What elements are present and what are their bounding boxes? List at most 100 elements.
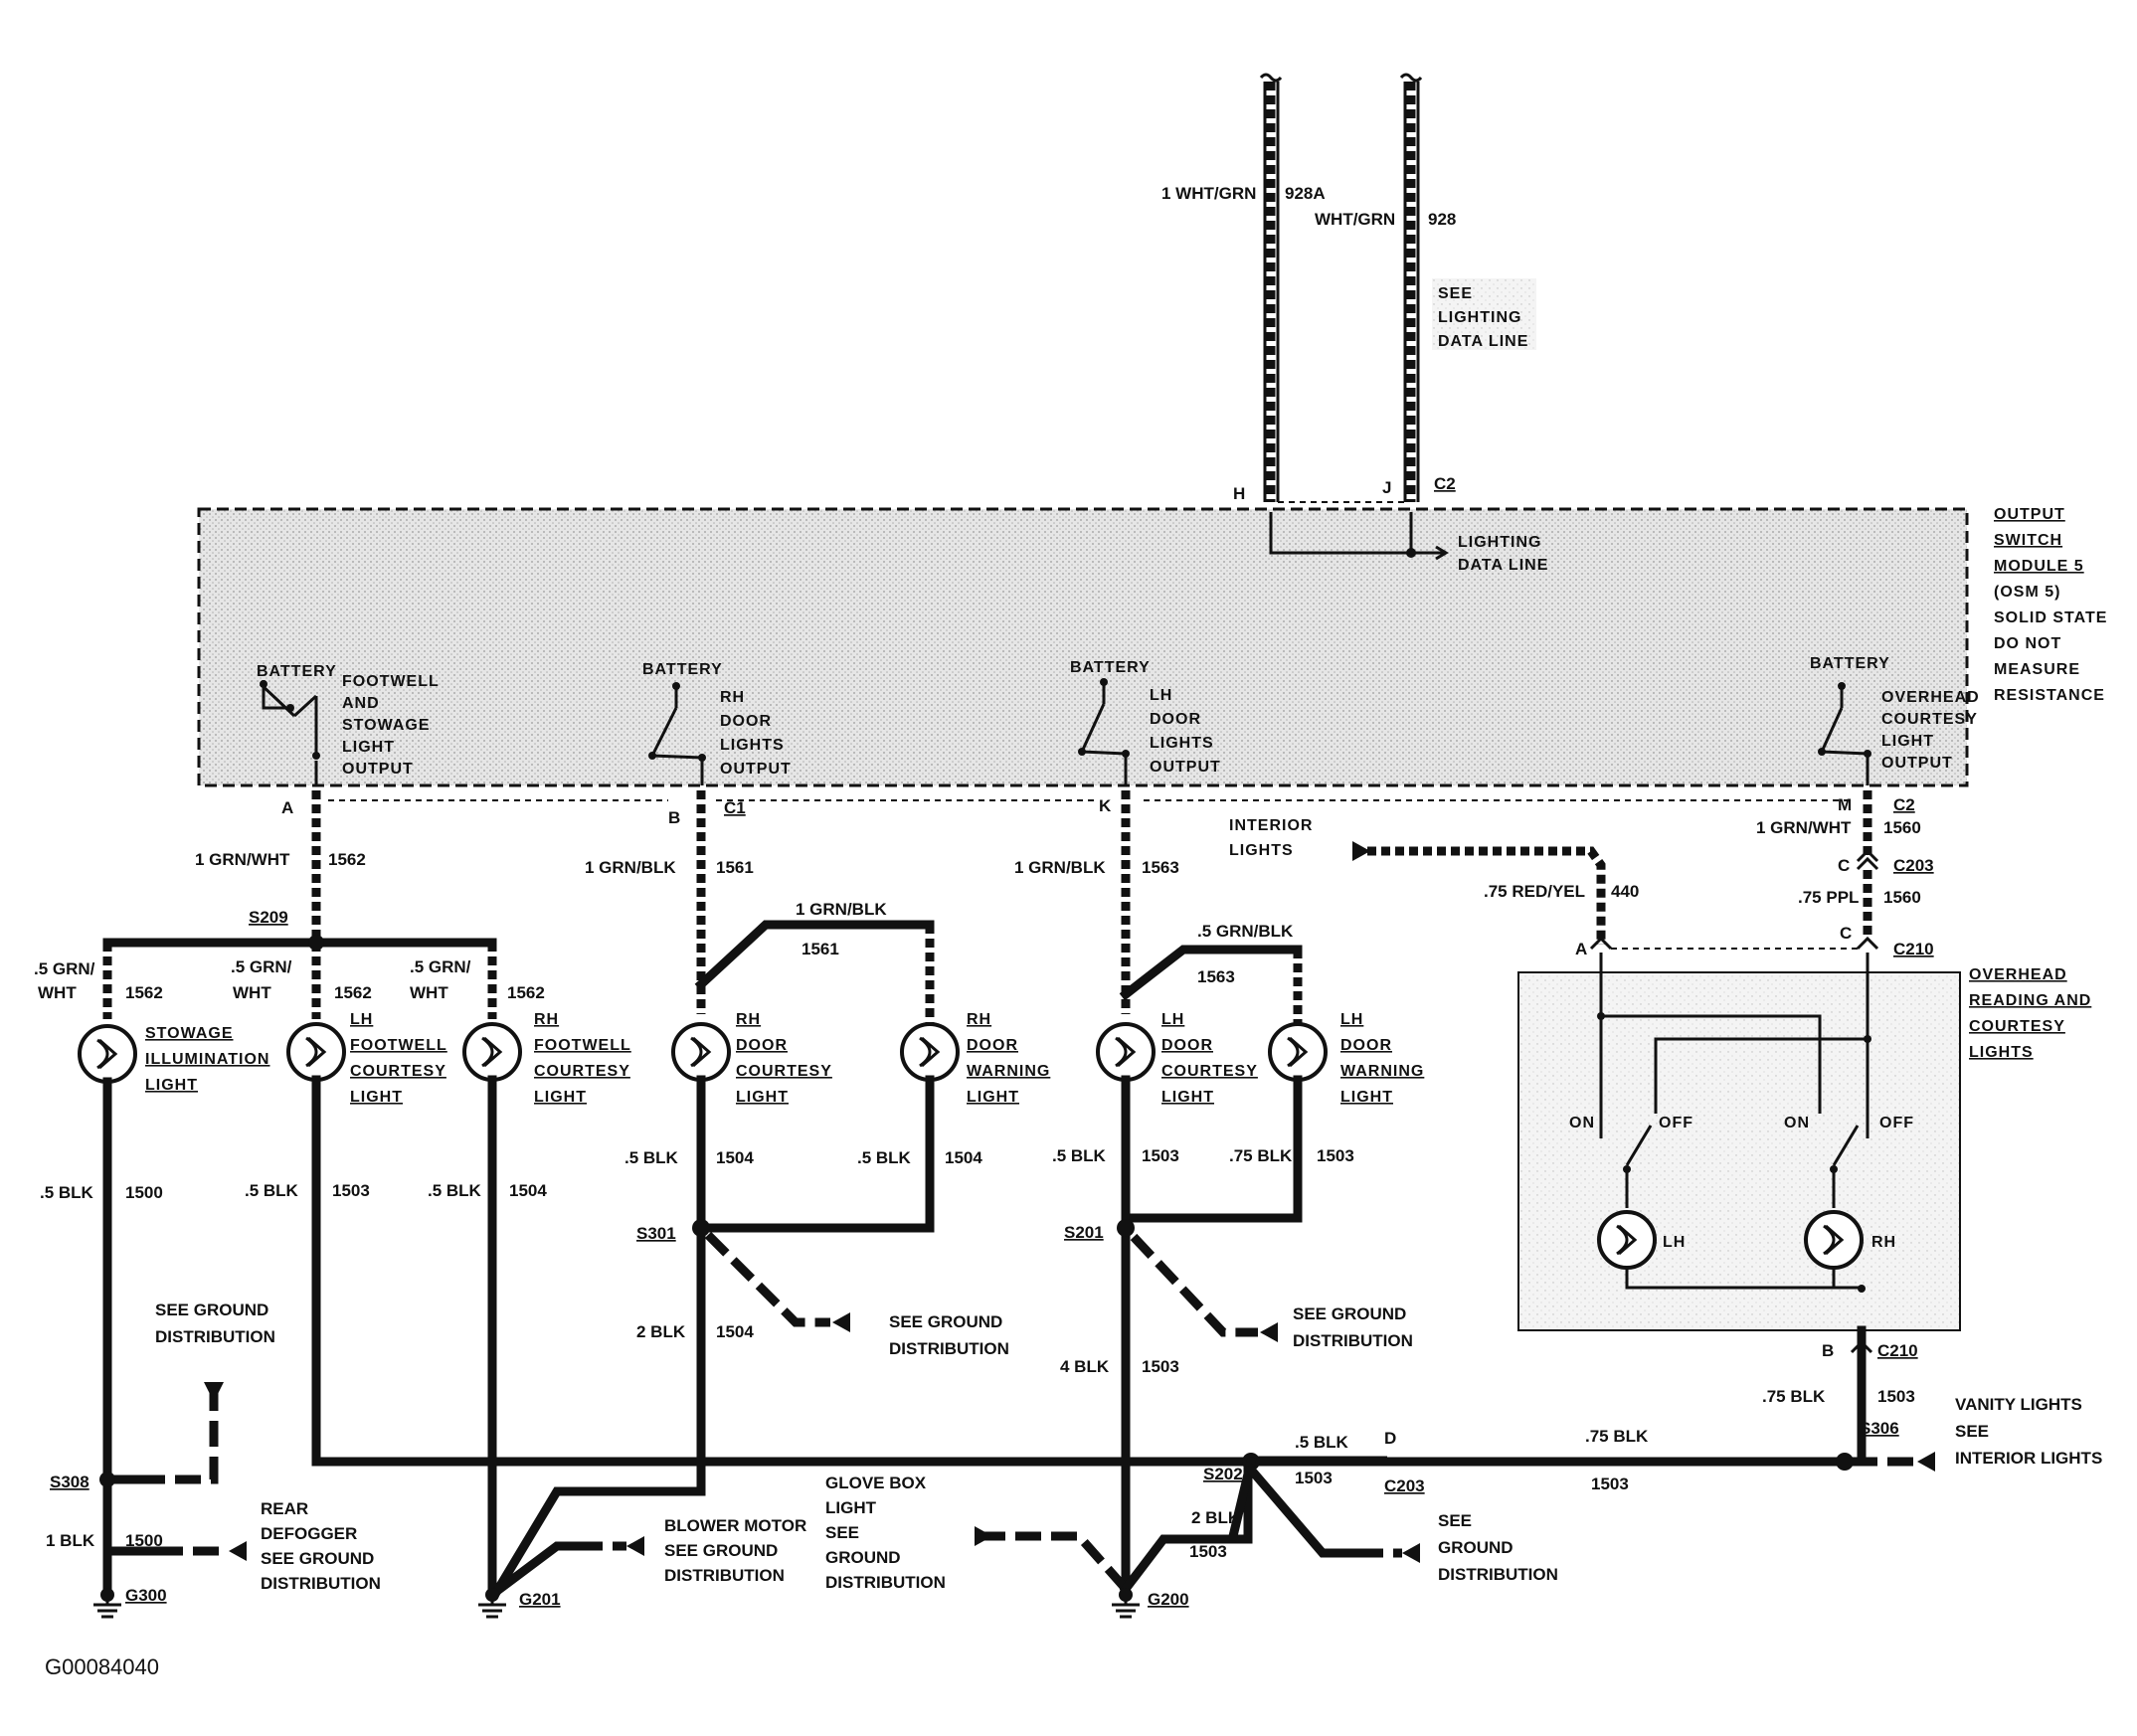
connector-c210-upper: C210 <box>1893 940 1934 958</box>
stow-wire-num: 1562 <box>125 983 163 1002</box>
g1503h-num: 1503 <box>1877 1387 1915 1406</box>
out3-line2: DOOR <box>1150 711 1201 728</box>
splice-s301: S301 <box>636 1224 676 1243</box>
lhfw-wire-gc2: WHT <box>233 983 271 1002</box>
wire-928a-circuit: 928A <box>1285 184 1326 203</box>
lh-footwell-label-3: COURTESY <box>350 1063 446 1080</box>
w440-num: 440 <box>1611 882 1639 901</box>
rear-defogger-3: SEE GROUND <box>261 1549 374 1568</box>
lh-door-courtesy-3: COURTESY <box>1161 1063 1258 1080</box>
module-title-5: SOLID STATE <box>1994 609 2107 626</box>
overhead-lh-lamp <box>1597 1210 1657 1270</box>
glove-box-3: SEE <box>825 1523 859 1542</box>
see-ground-3-line2: DISTRIBUTION <box>1293 1331 1413 1350</box>
see-ground-4-line1: SEE <box>1438 1511 1472 1530</box>
g1503a-gc: .5 BLK <box>245 1181 299 1200</box>
switch-lh-door <box>1078 678 1130 785</box>
glove-box-4: GROUND <box>825 1548 901 1567</box>
lighting-data-line-1: LIGHTING <box>1458 534 1541 551</box>
out3-line4: OUTPUT <box>1150 759 1221 776</box>
module-title-3: MODULE 5 <box>1994 558 2084 575</box>
top-input-wires <box>1259 73 1423 503</box>
see-ground-4-line3: DISTRIBUTION <box>1438 1565 1558 1584</box>
circuit-1560 <box>1611 790 1879 951</box>
g1503g-gc: 2 BLK <box>1191 1508 1241 1527</box>
battery-label-2: BATTERY <box>642 661 723 678</box>
pin-j: J <box>1382 478 1391 497</box>
see-ground-1-line2: DISTRIBUTION <box>155 1327 275 1346</box>
rh-door-warning-3: WARNING <box>967 1063 1050 1080</box>
rh-door-warning-lamp <box>900 1022 960 1082</box>
see-ground-1-line1: SEE GROUND <box>155 1301 268 1319</box>
g1503f-num: 1503 <box>1591 1475 1629 1493</box>
g1504a-num: 1504 <box>509 1181 547 1200</box>
connector-c1: C1 <box>724 798 746 817</box>
w1560-num: 1560 <box>1883 818 1921 837</box>
lh-footwell-label-1: LH <box>350 1011 373 1028</box>
see-lighting-data-line-1: SEE <box>1438 285 1473 302</box>
g1504d-num: 1504 <box>716 1322 754 1341</box>
rh-door-courtesy-1: RH <box>736 1011 761 1028</box>
see-lighting-data-line-2: LIGHTING <box>1438 309 1521 326</box>
branch1561-gc: 1 GRN/BLK <box>796 900 887 919</box>
rh-door-courtesy-3: COURTESY <box>736 1063 832 1080</box>
overhead-ground-wire <box>1850 1325 1873 1467</box>
out2-line3: LIGHTS <box>720 737 785 754</box>
rh-footwell-lamp <box>462 1022 522 1082</box>
splice-s201: S201 <box>1064 1223 1104 1242</box>
switch-off-rh: OFF <box>1879 1115 1914 1131</box>
g1500a-num: 1500 <box>125 1183 163 1202</box>
rear-defogger-2: DEFOGGER <box>261 1524 357 1543</box>
w1563-num: 1563 <box>1142 858 1179 877</box>
w1560b-num: 1560 <box>1883 888 1921 907</box>
glove-box-2: LIGHT <box>825 1498 877 1517</box>
g1504b-num: 1504 <box>716 1148 754 1167</box>
connector-b-c210: B <box>1822 1341 1834 1360</box>
g1504a-gc: .5 BLK <box>428 1181 482 1200</box>
lh-footwell-label-2: FOOTWELL <box>350 1037 447 1054</box>
w1561-num: 1561 <box>716 858 754 877</box>
branch1563-gc: .5 GRN/BLK <box>1197 922 1294 941</box>
w1562-num: 1562 <box>328 850 366 869</box>
overhead-title-4: LIGHTS <box>1969 1044 2034 1061</box>
wire-928-label: WHT/GRN <box>1315 210 1395 229</box>
g1500b-num: 1500 <box>125 1531 163 1550</box>
connector-c-upper: C <box>1838 856 1850 875</box>
rh-door-courtesy-2: DOOR <box>736 1037 788 1054</box>
connector-c203-lower: C203 <box>1384 1476 1425 1495</box>
rh-door-courtesy-lamp <box>671 1022 731 1082</box>
blower-motor-1: BLOWER MOTOR <box>664 1516 806 1535</box>
see-ground-2-line1: SEE GROUND <box>889 1312 1002 1331</box>
vanity-3: INTERIOR LIGHTS <box>1955 1449 2102 1468</box>
see-lighting-data-line-3: DATA LINE <box>1438 333 1528 350</box>
ground-bus <box>1227 1452 1935 1563</box>
rh-door-ground <box>692 1075 935 1467</box>
g1503f-gc: .75 BLK <box>1585 1427 1649 1446</box>
switch-on-lh: ON <box>1569 1115 1595 1131</box>
rh-door-warning-4: LIGHT <box>967 1089 1019 1106</box>
connector-a-c210: A <box>1575 940 1587 958</box>
connector-c203-upper: C203 <box>1893 856 1934 875</box>
rhfw-wire-gc1: .5 GRN/ <box>410 957 471 976</box>
lh-door-ground <box>1117 1075 1303 1594</box>
g1503g-num: 1503 <box>1189 1542 1227 1561</box>
rhfw-wire-num: 1562 <box>507 983 545 1002</box>
circuit-1563 <box>1119 790 1303 1024</box>
switch-footwell-stowage <box>259 680 320 785</box>
module-title-6: DO NOT <box>1994 635 2061 652</box>
out3-line1: LH <box>1150 687 1172 704</box>
g1503b-num: 1503 <box>1142 1146 1179 1165</box>
lh-door-courtesy-4: LIGHT <box>1161 1089 1214 1106</box>
data-line-internal <box>1269 512 1449 561</box>
stowage-label-2: ILLUMINATION <box>145 1051 269 1068</box>
w1560b-gc: .75 PPL <box>1798 888 1859 907</box>
lh-door-courtesy-2: DOOR <box>1161 1037 1213 1054</box>
connector-c2-m: C2 <box>1893 795 1915 814</box>
g1503c-gc: .75 BLK <box>1229 1146 1293 1165</box>
g1503e-gc: .5 BLK <box>1295 1433 1349 1452</box>
module-title-7: MEASURE <box>1994 661 2080 678</box>
overhead-rh-lamp <box>1804 1210 1864 1270</box>
output-switch-module <box>197 507 1969 787</box>
lh-footwell-label-4: LIGHT <box>350 1089 403 1106</box>
g1500b-gc: 1 BLK <box>46 1531 95 1550</box>
